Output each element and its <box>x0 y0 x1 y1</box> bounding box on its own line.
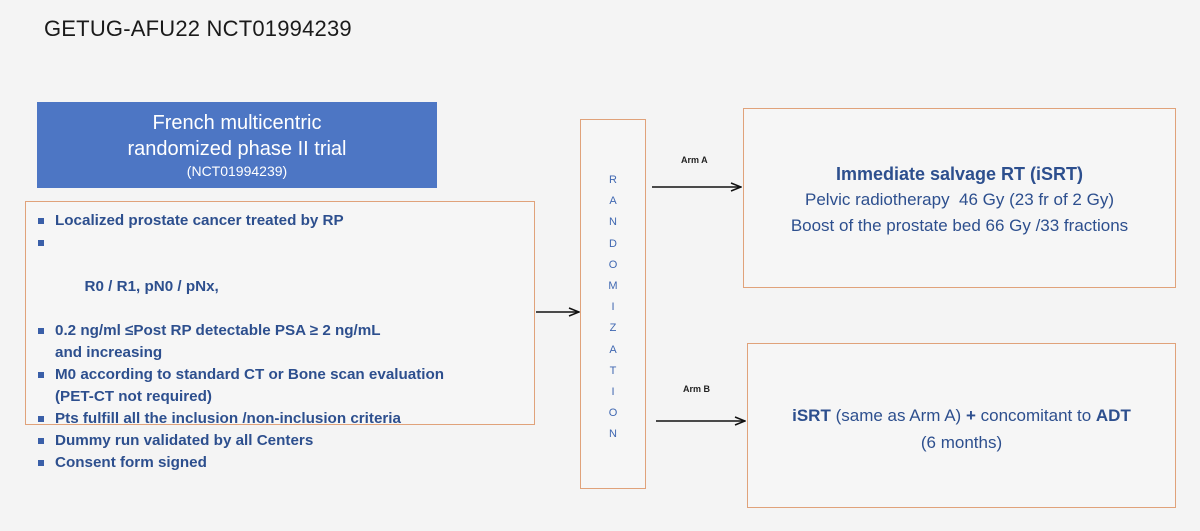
arm-a-line-2: Boost of the prostate bed 66 Gy /33 frac… <box>790 216 1129 235</box>
criteria-text: Localized prostate cancer treated by RP <box>55 212 344 229</box>
arm-a-line-1: Pelvic radiotherapy 46 Gy (23 fr of 2 Gy… <box>805 190 1114 209</box>
criteria-text: Dummy run validated by all Centers <box>55 432 314 449</box>
square-bullet-icon <box>38 240 44 246</box>
trial-header-box: French multicentric randomized phase II … <box>37 102 437 188</box>
criteria-list: Localized prostate cancer treated by RP … <box>38 210 524 474</box>
square-bullet-icon <box>38 218 44 224</box>
randomization-letter: R <box>609 174 617 186</box>
criteria-item: Consent form signed <box>38 452 524 474</box>
square-bullet-icon <box>38 460 44 466</box>
randomization-letter: A <box>609 343 617 356</box>
randomization-letter: N <box>609 428 617 441</box>
arm-b-line-2: (6 months) <box>920 433 1003 452</box>
criteria-text: 0.2 ng/ml ≤Post RP detectable PSA ≥ 2 ng… <box>55 322 381 339</box>
square-bullet-icon <box>38 328 44 334</box>
criteria-text: Consent form signed <box>55 454 207 471</box>
randomization-box: R A N D O M I Z A T I O N <box>580 119 646 489</box>
randomization-letter: T <box>609 364 617 377</box>
criteria-text: M0 according to standard CT or Bone scan… <box>55 366 445 383</box>
inclusion-criteria-box: Localized prostate cancer treated by RP … <box>25 201 535 471</box>
randomization-letter: I <box>611 385 615 398</box>
square-bullet-icon <box>38 438 44 444</box>
slide-title: GETUG-AFU22 NCT01994239 <box>44 16 352 41</box>
arm-b-box: iSRT (same as Arm A) + concomitant to AD… <box>747 343 1176 508</box>
arm-a-box: Immediate salvage RT (iSRT) Pelvic radio… <box>743 108 1176 288</box>
arm-a-label: Arm A <box>681 155 708 165</box>
randomization-letter: D <box>609 237 617 250</box>
randomization-letter: Z <box>609 322 617 335</box>
square-bullet-icon <box>38 372 44 378</box>
criteria-continuation: (PET-CT not required) <box>55 388 212 405</box>
criteria-item: Dummy run validated by all Centers <box>38 430 524 452</box>
criteria-text: R0 / R1, pN0 / pNx, <box>80 278 219 295</box>
randomization-letter: O <box>608 258 618 271</box>
criteria-item: R0 / R1, pN0 / pNx, <box>38 232 524 320</box>
randomization-letter: A <box>609 195 617 208</box>
arm-b-isrt: iSRT <box>792 406 831 425</box>
header-line-1: French multicentric <box>152 112 322 134</box>
randomization-letter: N <box>609 216 617 229</box>
criteria-text: Pts fulfill all the inclusion /non-inclu… <box>55 410 401 427</box>
arm-b-line-1: iSRT (same as Arm A) + concomitant to AD… <box>748 402 1175 429</box>
arm-b-label: Arm B <box>683 384 711 394</box>
randomization-letter: I <box>611 301 615 314</box>
randomization-letter: M <box>608 279 618 292</box>
header-line-3: (NCT01994239) <box>186 163 288 179</box>
randomization-letters: R A N D O M I Z A T I O N <box>581 170 645 445</box>
arm-b-plus: + <box>965 406 976 425</box>
arm-b-adt: ADT <box>1095 406 1131 425</box>
criteria-item: Pts fulfill all the inclusion /non-inclu… <box>38 408 524 430</box>
header-line-2: randomized phase II trial <box>127 138 347 160</box>
criteria-continuation: and increasing <box>55 344 163 361</box>
criteria-item: M0 according to standard CT or Bone scan… <box>38 364 524 408</box>
criteria-item: Localized prostate cancer treated by RP <box>38 210 524 232</box>
arm-b-same-as: (same as Arm A) <box>830 406 966 425</box>
arm-b-concomitant: concomitant to <box>975 406 1096 425</box>
criteria-item: 0.2 ng/ml ≤Post RP detectable PSA ≥ 2 ng… <box>38 320 524 364</box>
randomization-letter: O <box>608 407 618 420</box>
arm-a-title: Immediate salvage RT (iSRT) <box>835 164 1084 184</box>
square-bullet-icon <box>38 416 44 422</box>
